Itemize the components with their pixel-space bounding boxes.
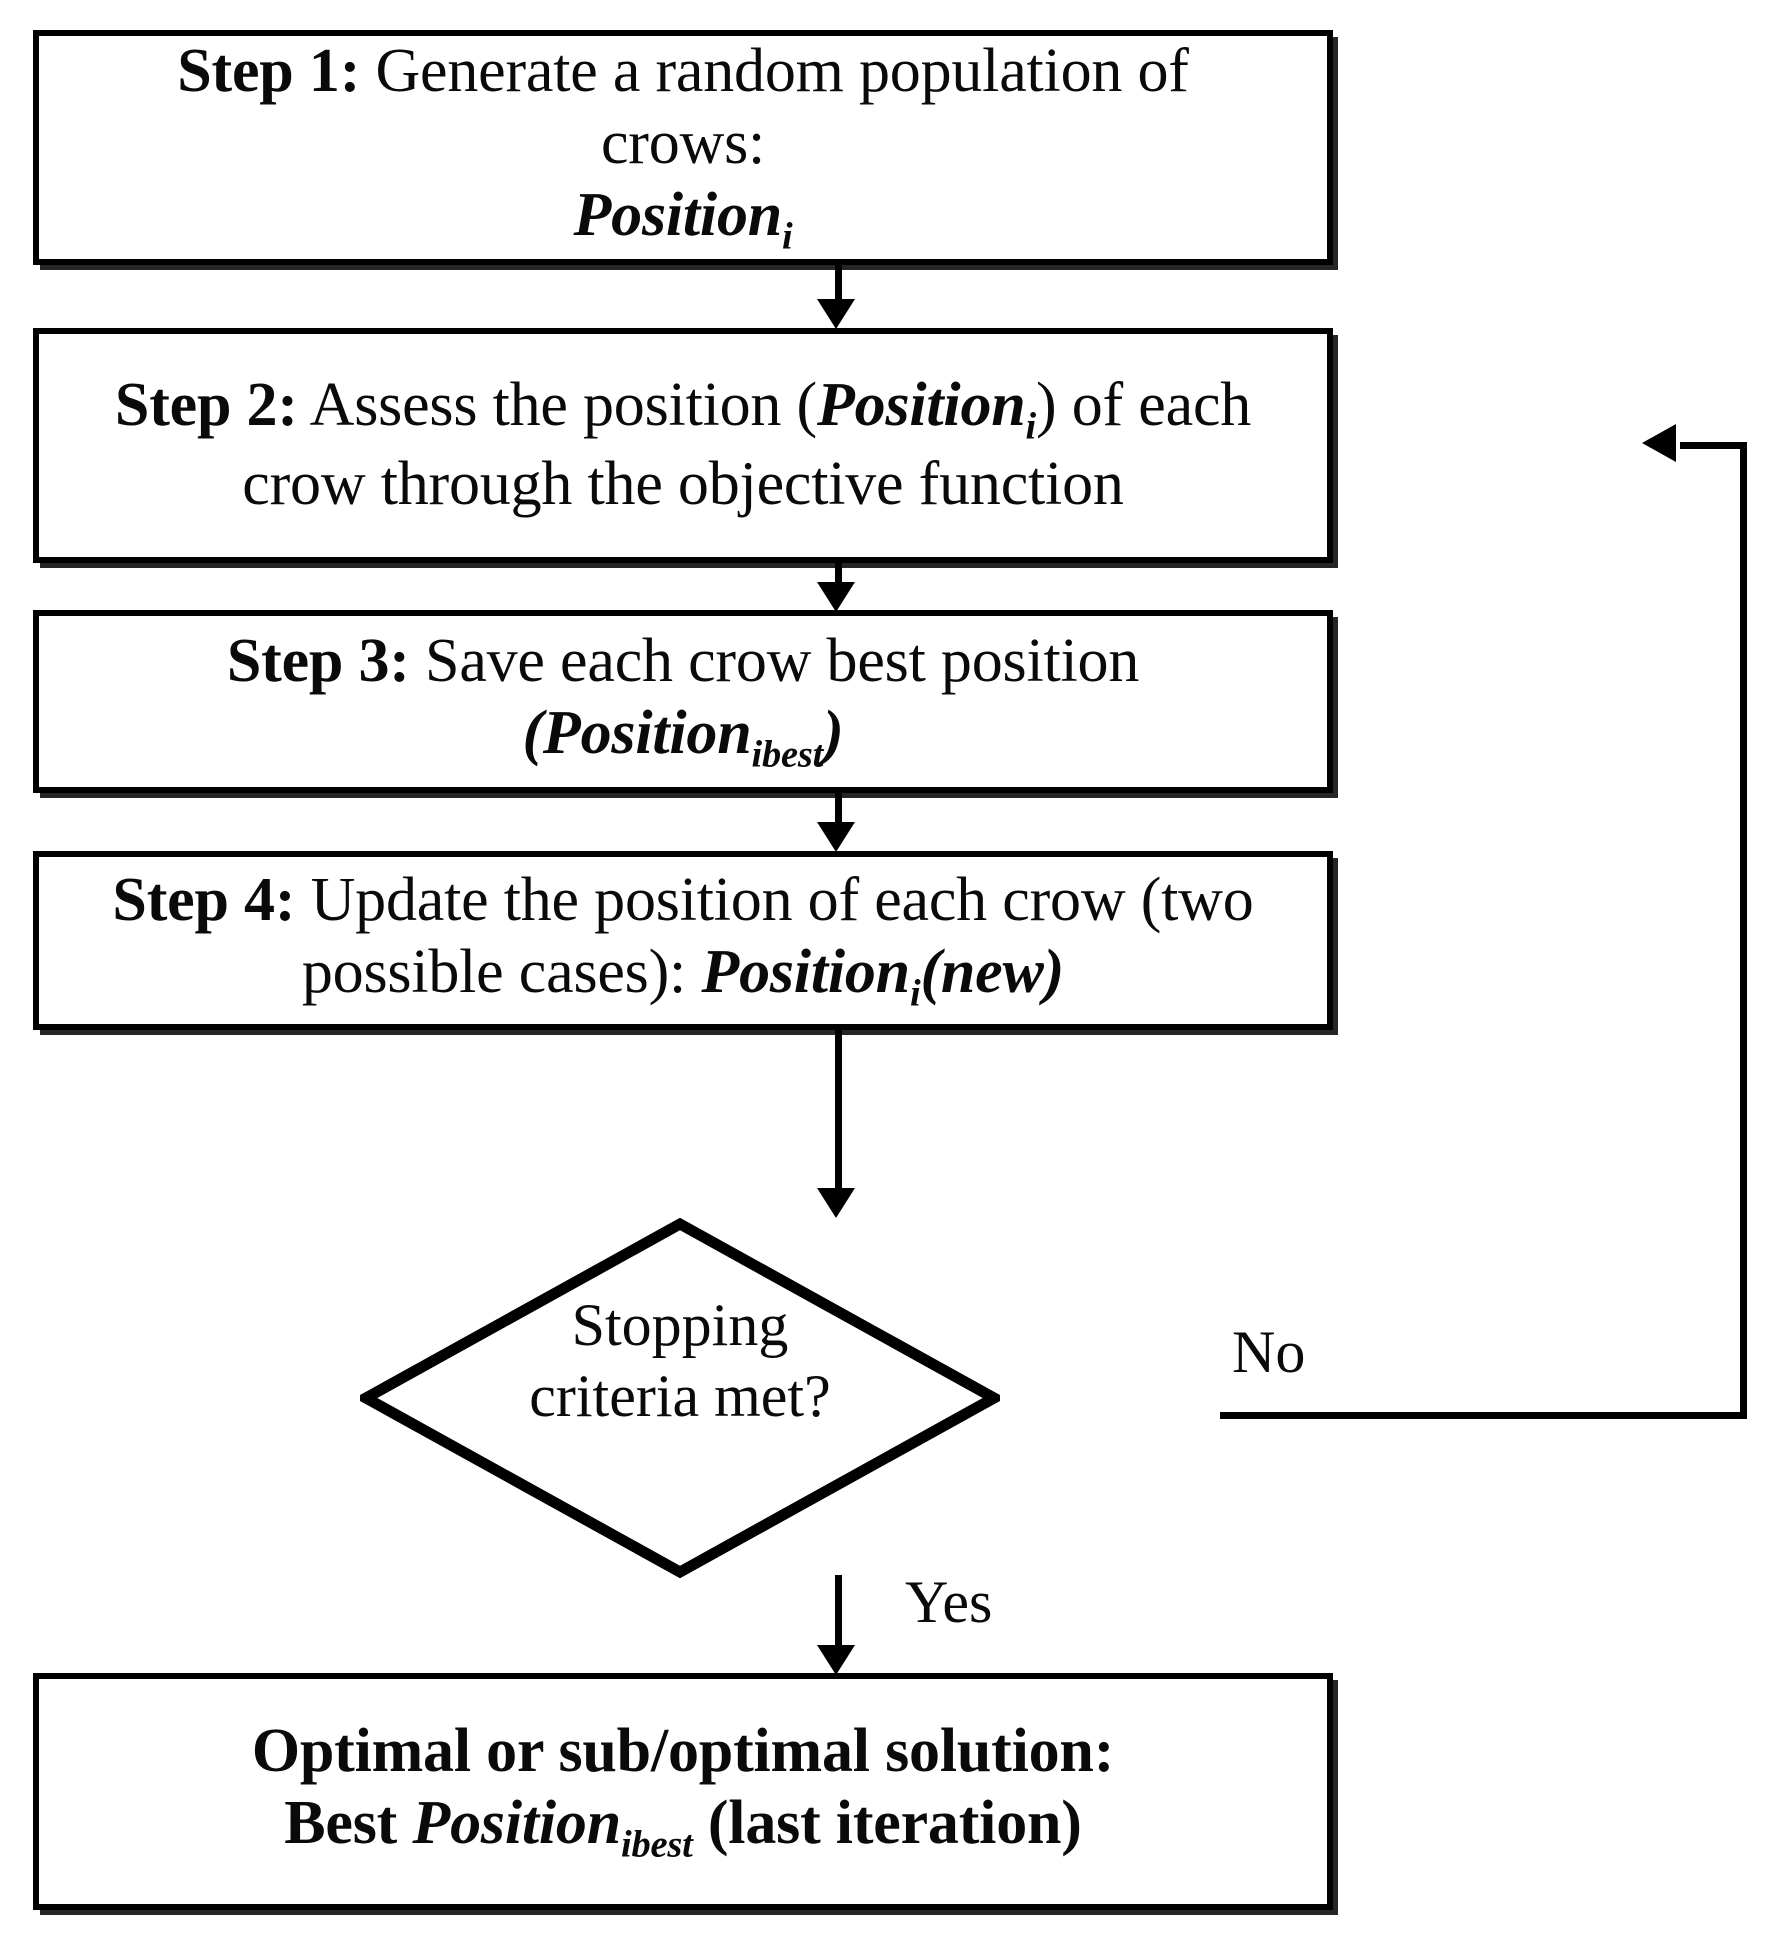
step-3-line1: Save each crow best position (409, 627, 1140, 696)
step-2-line1-b: ) of each (1036, 371, 1252, 440)
node-step-2-text: Step 2: Assess the position (Positioni) … (91, 370, 1276, 521)
edge-step3-step4-arrowhead-icon (817, 822, 855, 852)
step-1-position-subscript: i (782, 215, 793, 258)
edge-decision-no-horizontal-bottom (1220, 1412, 1747, 1419)
edge-step2-step3-line (835, 563, 842, 585)
edge-label-no: No (1232, 1319, 1306, 1385)
step-2-position-symbol: Position (816, 371, 1026, 440)
node-step-2: Step 2: Assess the position (Positioni) … (33, 328, 1333, 563)
node-step-1-text: Step 1: Generate a random population of … (91, 36, 1276, 259)
step-3-position-symbol: Position (542, 698, 752, 767)
edge-step1-step2-arrowhead-icon (817, 299, 855, 329)
edge-step4-decision-line (835, 1030, 842, 1190)
result-best-prefix: Best (284, 1788, 413, 1857)
step-4-line2: possible cases): (301, 937, 702, 1006)
result-line1: Optimal or sub/optimal solution: (251, 1717, 1115, 1786)
step-2-line1-a: Assess the position ( (297, 371, 818, 440)
node-decision-stopping-criteria (360, 1218, 1000, 1578)
diamond-shape-icon (360, 1218, 1000, 1578)
step-2-line2: crow through the objective function (242, 450, 1124, 519)
step-4-position-subscript: i (909, 972, 921, 1015)
step-1-label: Step 1: (177, 37, 361, 106)
edge-decision-no-vertical (1740, 445, 1747, 1419)
node-result-text: Optimal or sub/optimal solution: Best Po… (91, 1716, 1276, 1867)
step-4-label: Step 4: (112, 866, 296, 935)
edge-decision-yes-arrowhead-icon (817, 1645, 855, 1675)
step-4-new-suffix: (new) (920, 937, 1065, 1006)
edge-decision-no-horizontal-top (1680, 442, 1747, 449)
node-step-1: Step 1: Generate a random population of … (33, 30, 1333, 265)
node-result: Optimal or sub/optimal solution: Best Po… (33, 1673, 1333, 1910)
step-1-position-symbol: Position (573, 180, 783, 249)
node-step-3: Step 3: Save each crow best position (Po… (33, 610, 1333, 793)
edge-label-yes: Yes (905, 1569, 993, 1635)
step-4-position-symbol: Position (701, 937, 910, 1006)
result-position-symbol: Position (412, 1788, 621, 1857)
step-3-label: Step 3: (226, 627, 410, 696)
result-iteration-suffix: (last iteration) (692, 1788, 1082, 1857)
step-2-position-subscript: i (1025, 405, 1037, 448)
node-step-4: Step 4: Update the position of each crow… (33, 851, 1333, 1030)
step-3-position-subscript: ibest (751, 733, 824, 776)
edge-step3-step4-line (835, 793, 842, 825)
edge-decision-no-arrowhead-icon (1642, 424, 1676, 462)
step-3-paren-close: ) (823, 698, 844, 767)
edge-step4-decision-arrowhead-icon (817, 1188, 855, 1218)
edge-decision-yes-line (835, 1575, 842, 1647)
step-1-line1: Generate a random population of crows: (360, 37, 1189, 178)
node-step-4-text: Step 4: Update the position of each crow… (91, 865, 1276, 1016)
node-step-3-text: Step 3: Save each crow best position (Po… (91, 626, 1276, 777)
edge-step1-step2-line (835, 265, 842, 305)
step-3-paren-open: ( (522, 698, 543, 767)
edge-step2-step3-arrowhead-icon (817, 582, 855, 612)
step-2-label: Step 2: (114, 371, 298, 440)
result-position-subscript: ibest (620, 1823, 693, 1866)
step-4-line1: Update the position of each crow (two (295, 866, 1254, 935)
